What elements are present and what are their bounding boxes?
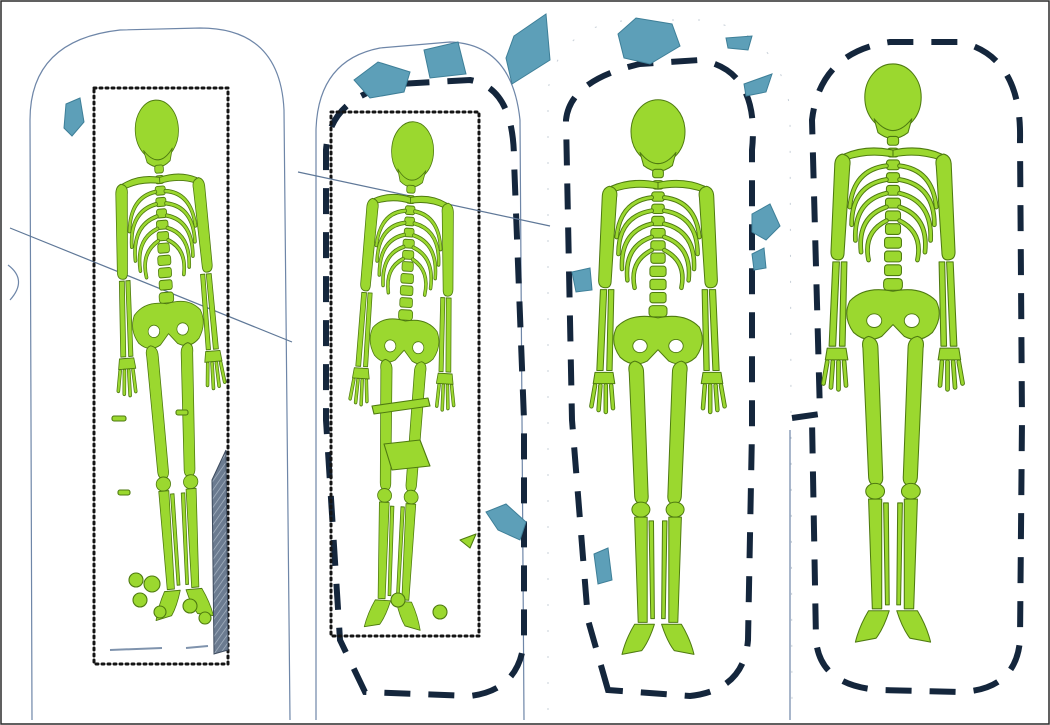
artifact-right	[186, 646, 208, 648]
panel-1	[8, 28, 292, 720]
skeleton-2	[341, 118, 466, 631]
artifact-left	[110, 648, 162, 650]
skeleton-4	[823, 64, 962, 642]
stone	[64, 98, 84, 136]
panel-2	[298, 14, 550, 720]
wood-plank	[212, 450, 228, 654]
panel-4	[790, 42, 1022, 720]
panel-3	[548, 18, 792, 710]
adjacent-feature-outline	[8, 265, 19, 300]
